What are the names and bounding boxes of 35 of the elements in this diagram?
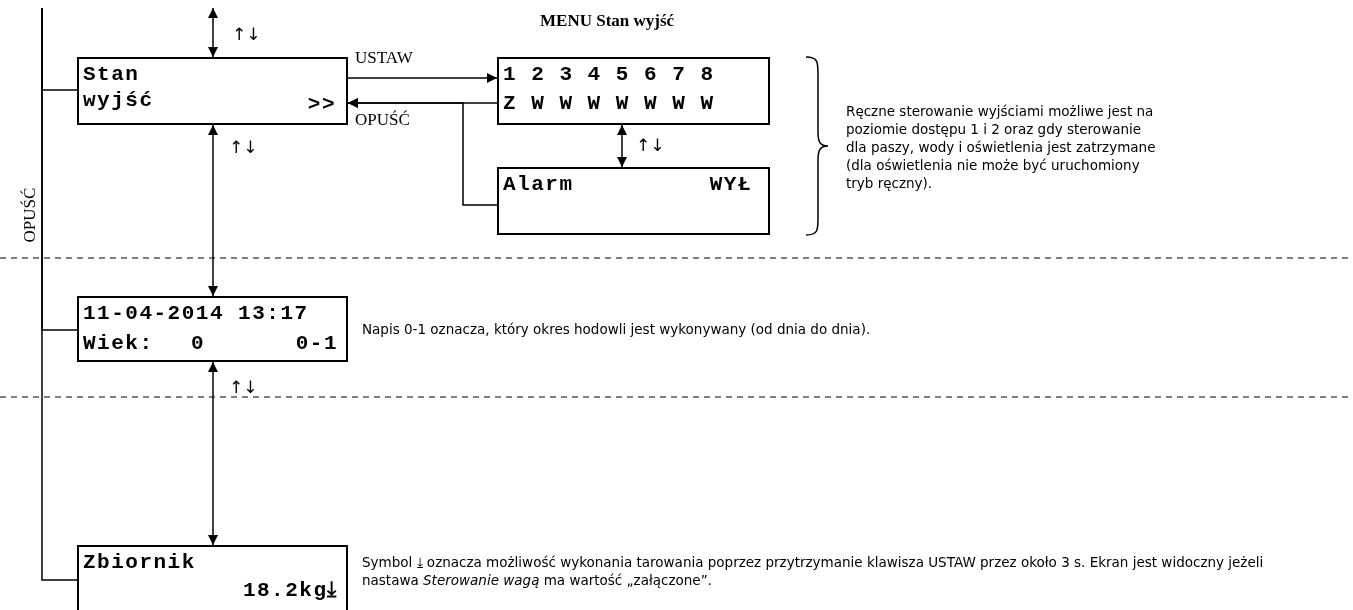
screen-text: WYŁ [709,172,752,198]
key-hint-text: ↑↓ [229,137,258,157]
screen-text: 0 [191,331,206,357]
note-text: Symbol ⤓ oznacza możliwość wykonania tarowania poprzez przytrzymanie klawisza USTAW przez około 3 s. Ekran jest widoczny jeżeli nastawa Sterowanie wagą ma wartość „załączone”. [362,553,1265,589]
lcd-screen-box [497,57,770,125]
connector-line [41,7,78,581]
arrow [208,361,218,546]
screen-text: >> [307,92,336,118]
key-hint-text: ↑↓ [229,377,258,397]
screen-text: 11-04-2014 13:17 [83,301,309,327]
key-hint-text: ↑↓ [232,24,261,44]
edge-label: OPUŚĆ [355,110,410,130]
screen-text: Stan wyjść [83,62,155,114]
arrow [347,73,498,83]
screen-text: Wiek: [83,331,154,357]
note-text: Napis 0-1 oznacza, który okres hodowli jest wykonywany (od dnia do dnia). [362,320,872,338]
arrow [208,7,218,58]
screen-text: Alarm [503,172,574,198]
lcd-screen-box [77,57,348,125]
screen-text: Zbiornik [83,550,196,576]
screen-text: 1 2 3 4 5 6 7 8 [503,62,715,88]
screen-text: 18.2kg⤓ [242,578,338,604]
screen-text: Z W W W W W W W [503,91,715,117]
menu-heading: MENU Stan wyjść [540,11,675,31]
arrow [347,98,498,206]
lcd-screen-box [497,167,770,235]
arrow [617,124,627,168]
lcd-screen-box [77,545,348,610]
arrow [208,124,218,297]
screen-text: 0-1 [295,331,338,357]
lcd-screen-box [77,296,348,362]
edge-label: OPUŚĆ [20,187,40,243]
key-hint-text: ↑↓ [636,135,665,155]
edge-label: USTAW [355,48,413,68]
note-text: Ręczne sterowanie wyjściami możliwe jest na poziomie dostępu 1 i 2 oraz gdy sterowanie dla paszy, wody i oświetlenia jest zatrzymane (dla oświetlenia nie może być uruchomiony tryb ręczny). [846,102,1157,192]
